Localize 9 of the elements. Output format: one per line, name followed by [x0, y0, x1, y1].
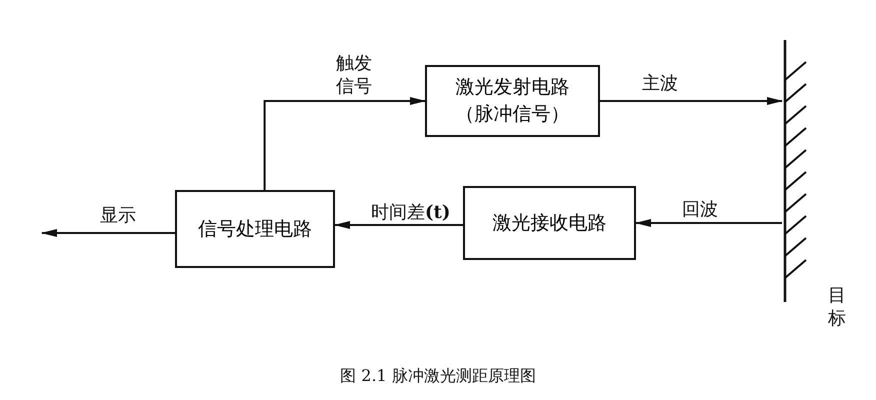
process-box: 激光发射电路（脉冲信号）	[425, 65, 600, 137]
arrow	[41, 229, 175, 237]
arrow	[600, 97, 783, 105]
process-box: 激光接收电路	[463, 186, 636, 260]
arrow	[635, 219, 782, 227]
target-wall	[782, 40, 808, 302]
process-box: 信号处理电路	[175, 190, 335, 268]
arrow	[264, 97, 426, 190]
arrow	[334, 221, 463, 229]
